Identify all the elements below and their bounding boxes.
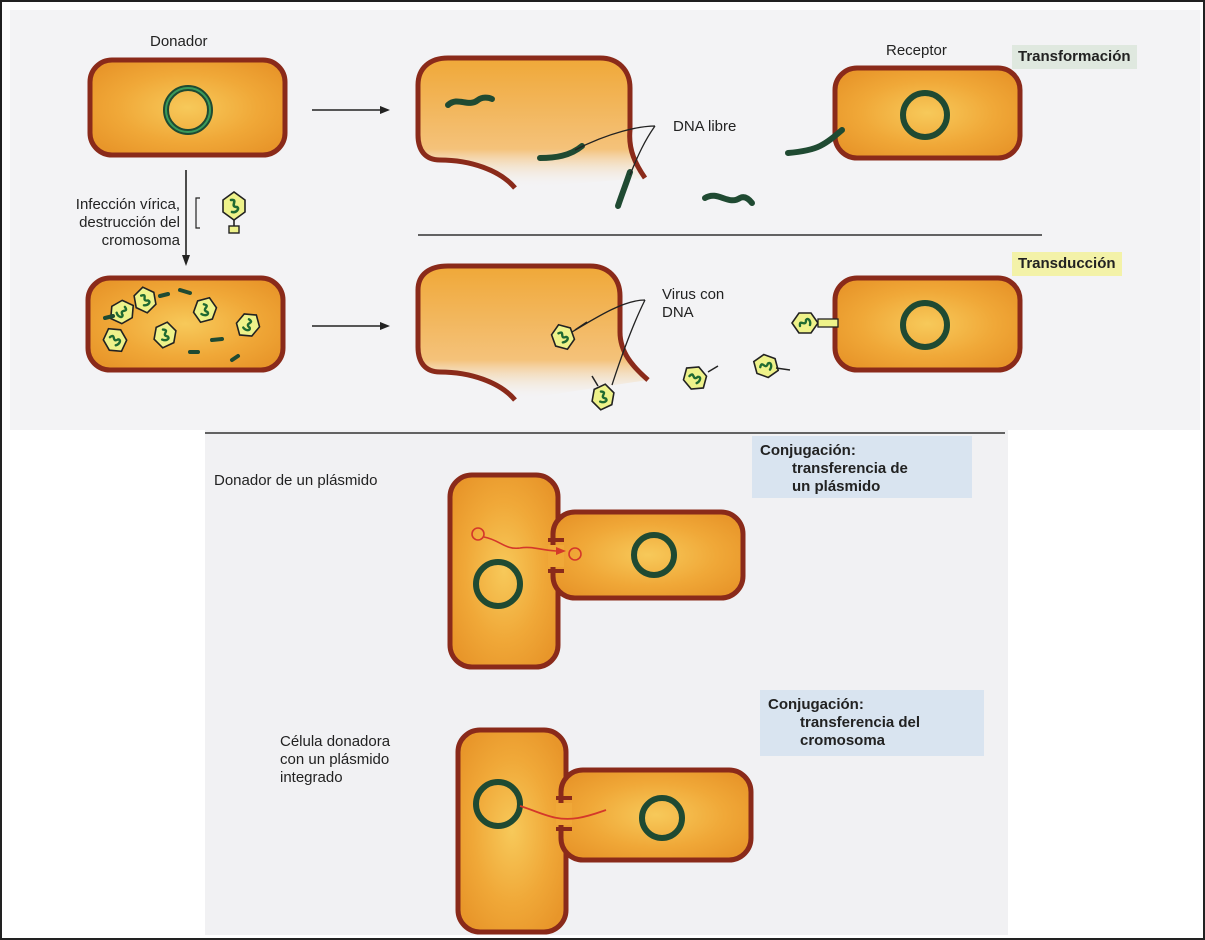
arrow-1 xyxy=(312,106,390,114)
infection-bracket xyxy=(196,198,200,228)
dna-fragment xyxy=(705,196,752,203)
infection-arrow xyxy=(182,170,190,266)
donor-plasmid-cell xyxy=(450,475,558,667)
tag-transformacion: Transformación xyxy=(1012,45,1137,69)
tag-transduccion: Transducción xyxy=(1012,252,1122,276)
donor-cell xyxy=(90,60,285,155)
receptor-cell-transduction xyxy=(835,278,1020,370)
arrow-2 xyxy=(312,322,390,330)
label-infeccion: Infección vírica, destrucción del cromos… xyxy=(30,196,180,250)
phage-icon xyxy=(223,192,245,233)
label-donador: Donador xyxy=(150,33,208,51)
label-virus-con-dna: Virus con DNA xyxy=(662,286,724,322)
receptor-cell xyxy=(835,68,1020,158)
donor-integrated-cell xyxy=(458,730,566,932)
box-conjugacion-plasmido: Conjugación: transferencia de un plásmid… xyxy=(752,436,972,498)
label-dna-libre: DNA libre xyxy=(673,118,736,136)
attached-virus xyxy=(792,313,838,333)
label-receptor: Receptor xyxy=(886,42,947,60)
label-celula-donadora: Célula donadora con un plásmido integrad… xyxy=(280,733,390,787)
lysed-cell-transformation xyxy=(418,58,645,188)
label-donador-plasmido: Donador de un plásmido xyxy=(214,472,377,490)
box-conjugacion-cromosoma: Conjugación: transferencia del cromosoma xyxy=(760,690,984,756)
